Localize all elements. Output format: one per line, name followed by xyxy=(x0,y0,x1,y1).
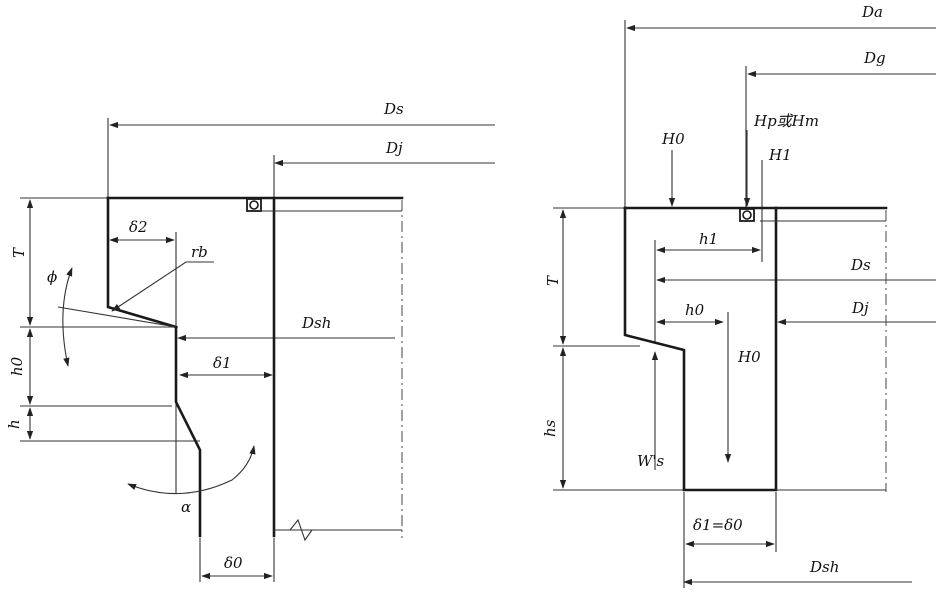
left-label-h0: h0 xyxy=(8,356,26,376)
left-alpha-arc xyxy=(127,445,256,495)
left-phi-reference-line xyxy=(57,306,177,328)
left-label-rb: rb xyxy=(191,243,208,261)
left-label-delta2: δ2 xyxy=(129,218,148,236)
left-break-mark xyxy=(289,518,313,542)
left-rb-leader xyxy=(111,261,214,312)
right-label-da: Da xyxy=(861,3,883,21)
left-label-dsh: Dsh xyxy=(301,314,331,332)
right-label-h0: h0 xyxy=(685,301,705,319)
right-label-dg: Dg xyxy=(863,49,886,67)
right-label-ws: W's xyxy=(637,452,665,470)
left-label-ds: Ds xyxy=(383,100,404,118)
left-seal-profile xyxy=(106,196,202,538)
right-seal-profile xyxy=(623,206,778,492)
left-label-dj: Dj xyxy=(385,139,403,157)
right-label-dsh: Dsh xyxy=(809,558,839,576)
left-view: Ds Dj Dsh T h0 h δ2 δ1 δ0 rb ϕ α xyxy=(5,100,495,582)
right-label-h0-mid: H0 xyxy=(737,348,761,366)
right-label-hp-hm: Hp或Hm xyxy=(753,112,819,130)
right-label-delta-eq: δ1=δ0 xyxy=(693,516,743,534)
right-view: Da Dg Hp或Hm H0 H1 h1 Ds h0 Dj H0 T hs W'… xyxy=(541,3,936,588)
right-label-h1-load: H1 xyxy=(768,146,792,164)
right-label-ds: Ds xyxy=(850,256,871,274)
left-label-h: h xyxy=(5,419,23,429)
right-label-t: T xyxy=(544,275,562,286)
right-label-h0-top: H0 xyxy=(661,130,685,148)
left-label-delta0: δ0 xyxy=(224,554,243,572)
left-label-delta1: δ1 xyxy=(213,354,232,372)
left-phi-arc xyxy=(62,267,73,367)
right-label-h1: h1 xyxy=(699,230,718,248)
left-label-phi: ϕ xyxy=(47,268,57,286)
right-sealing-wire xyxy=(742,210,752,220)
left-sealing-wire xyxy=(249,200,259,210)
left-label-alpha: α xyxy=(181,498,191,516)
left-label-t: T xyxy=(10,247,28,258)
right-label-dj: Dj xyxy=(851,299,869,317)
right-label-hs: hs xyxy=(541,419,559,437)
